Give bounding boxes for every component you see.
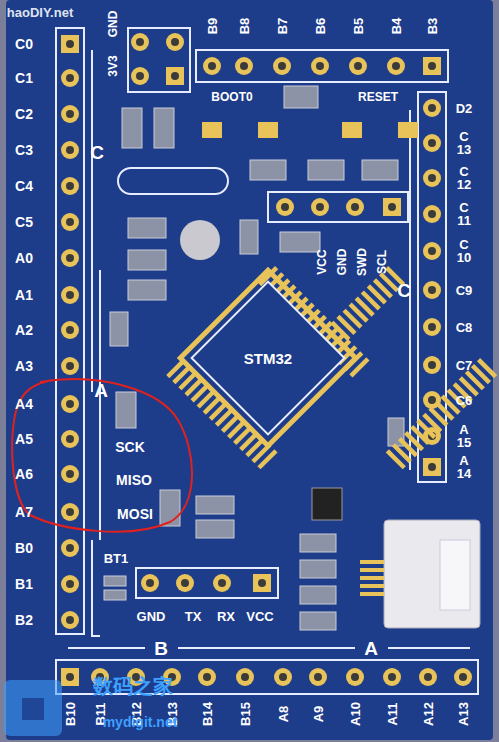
pin-label: A2: [15, 323, 33, 337]
pin-label: 数码之家: [93, 676, 173, 696]
pin-label: A5: [15, 432, 33, 446]
pin-label: haoDIY.net: [7, 6, 73, 19]
pin-label: RX: [217, 610, 235, 623]
pin-label: A 15: [453, 423, 475, 449]
pin-label: C: [397, 281, 411, 300]
pin-label: D2: [453, 102, 475, 115]
pin-label: B4: [390, 18, 403, 35]
pin-label: C 12: [453, 165, 475, 191]
pin-label: C 13: [453, 130, 475, 156]
pin-label: A13: [457, 702, 470, 726]
pin-label: BOOT0: [211, 91, 252, 103]
pin-label: C5: [15, 215, 33, 229]
pin-label: B14: [201, 702, 214, 726]
pin-label: B10: [64, 702, 77, 726]
pin-label: RESET: [358, 91, 398, 103]
pin-label: A1: [15, 288, 33, 302]
pin-label: C0: [15, 37, 33, 51]
pin-label: A9: [312, 706, 325, 723]
pin-label: B1: [15, 577, 33, 591]
pin-label: B7: [276, 18, 289, 35]
pin-label: TX: [185, 610, 202, 623]
pin-label: C9: [453, 284, 475, 297]
pin-label: VCC: [246, 610, 273, 623]
pin-label: SCL: [376, 250, 388, 274]
pin-label: C7: [453, 359, 475, 372]
pin-label: A0: [15, 251, 33, 265]
pin-label: B3: [426, 18, 439, 35]
pin-label: SCK: [115, 440, 145, 454]
pin-label: SWD: [356, 248, 368, 276]
chip-label: STM32: [244, 350, 292, 367]
pin-label: GND: [107, 11, 119, 38]
pin-label: A8: [277, 706, 290, 723]
pin-label: GND: [336, 249, 348, 276]
pin-label: B15: [239, 702, 252, 726]
pin-label: C 11: [453, 201, 475, 227]
pin-label: A: [94, 381, 108, 400]
pin-label: A: [364, 639, 378, 658]
pin-label: MISO: [116, 473, 152, 487]
pin-label: A11: [386, 702, 399, 725]
mcu-chip: STM32: [238, 347, 298, 370]
pin-label: MOSI: [117, 507, 153, 521]
pin-label: C6: [453, 394, 475, 407]
pin-label: C 10: [453, 238, 475, 264]
pin-label: C4: [15, 179, 33, 193]
pin-label: C3: [15, 143, 33, 157]
pin-label: C2: [15, 107, 33, 121]
pin-label: A6: [15, 467, 33, 481]
pin-label: GND: [137, 610, 166, 623]
pin-label: BT1: [104, 552, 129, 565]
pin-label: A3: [15, 359, 33, 373]
pin-label: B: [154, 639, 168, 658]
pin-label: A7: [15, 505, 33, 519]
pin-label: C8: [453, 321, 475, 334]
pin-label: A 14: [453, 454, 475, 480]
pin-label: VCC: [316, 249, 328, 274]
pin-label: B9: [206, 18, 219, 35]
pin-label: B6: [314, 18, 327, 35]
pin-label: A4: [15, 397, 33, 411]
pin-label: B8: [238, 18, 251, 35]
pin-label: C1: [15, 71, 33, 85]
pin-label: mydigit.net: [103, 715, 178, 729]
pin-label: A12: [422, 702, 435, 726]
pin-label: B5: [352, 18, 365, 35]
pin-label: B0: [15, 541, 33, 555]
pin-label: 3V3: [107, 55, 119, 76]
pin-label: A10: [349, 702, 362, 726]
pin-label: C: [90, 143, 104, 162]
pin-label: B2: [15, 613, 33, 627]
